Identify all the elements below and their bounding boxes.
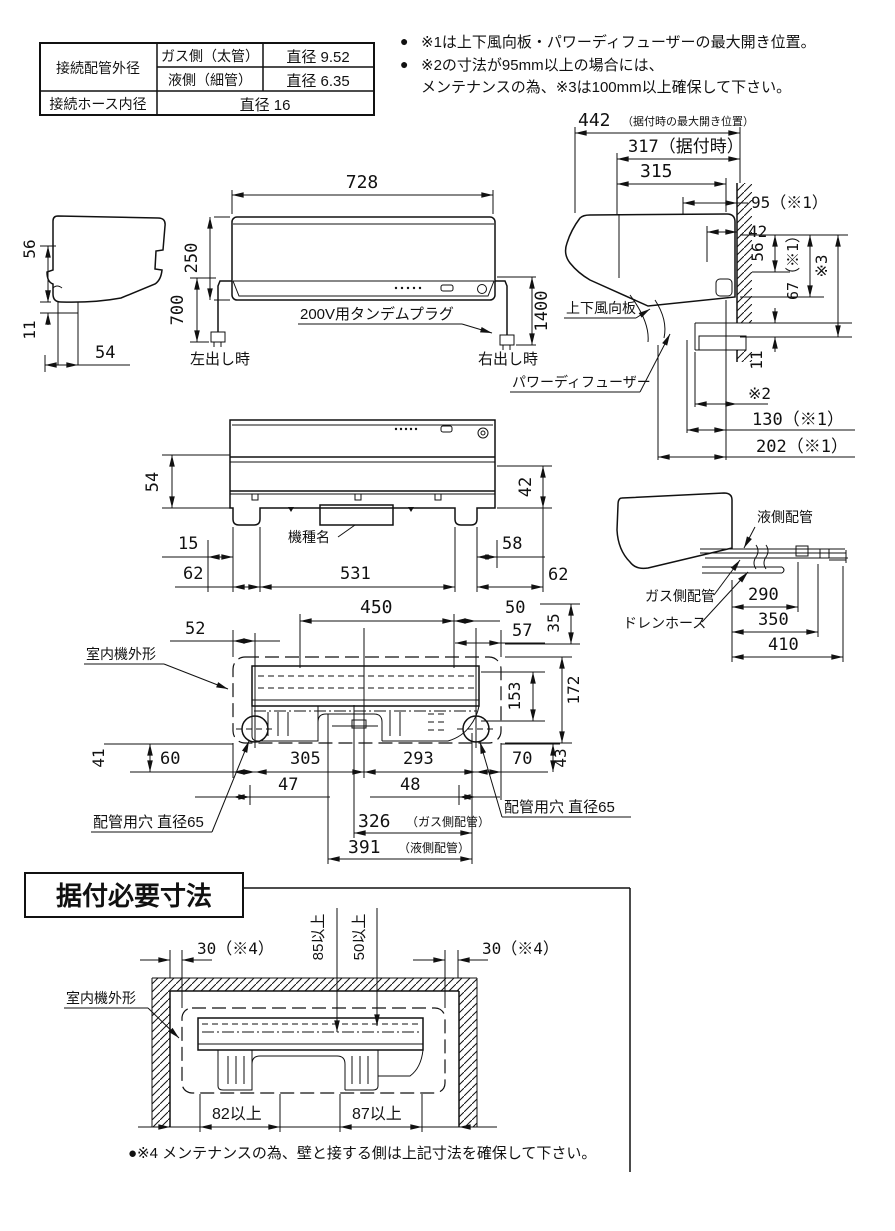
piping-side-view: 液側配管 ガス側配管 ドレンホース 290 350 410 bbox=[616, 492, 848, 662]
bottom-view: 機種名 54 42 15 58 62 531 62 bbox=[143, 419, 568, 592]
dim-391-note: （液側配管） bbox=[398, 840, 470, 855]
front-view: 728 250 700 左出し時 1400 右出し時 200V用タンデムプラグ bbox=[168, 172, 552, 368]
note2-text-line1: ※2の寸法が95mm以上の場合には、 bbox=[421, 57, 664, 74]
dim-410: 410 bbox=[768, 635, 799, 655]
note1-bullet: ● bbox=[400, 33, 408, 49]
diffuser-label: パワーディフューザー bbox=[512, 374, 651, 390]
dim-42: 42 bbox=[748, 222, 767, 241]
dim-star2: ※2 bbox=[748, 384, 771, 403]
dim-57: 57 bbox=[512, 621, 532, 641]
dim-130: 130（※1） bbox=[752, 410, 844, 430]
dim-47: 47 bbox=[278, 775, 298, 795]
dim-30-left: 30（※4） bbox=[197, 939, 274, 958]
dim-728: 728 bbox=[346, 172, 379, 193]
backplate-view: 室内機外形 450 50 52 57 35 153 172 bbox=[84, 597, 631, 864]
display-dots bbox=[394, 286, 422, 290]
table-liquid-label: 液側（細管） bbox=[168, 72, 252, 88]
table-gas-value: 直径 9.52 bbox=[286, 49, 349, 66]
dim-202: 202（※1） bbox=[756, 437, 848, 457]
dim-11-wall: 11 bbox=[747, 350, 766, 369]
notes-block: ● ※1は上下風向板・パワーディフューザーの最大開き位置。 ● ※2の寸法が95… bbox=[400, 33, 816, 96]
dim-62-right: 62 bbox=[548, 565, 568, 585]
dim-43: 43 bbox=[551, 748, 570, 767]
liquid-pipe-label: 液側配管 bbox=[757, 509, 813, 525]
dim-305: 305 bbox=[290, 749, 321, 769]
dim-54-bottom: 54 bbox=[143, 472, 163, 492]
drain-hose-label: ドレンホース bbox=[623, 615, 706, 631]
dim-1400: 1400 bbox=[532, 291, 552, 332]
dim-30-right: 30（※4） bbox=[482, 939, 559, 958]
dim-50: 50 bbox=[505, 598, 525, 618]
table-gas-label: ガス側（太管） bbox=[161, 48, 259, 64]
flap-label: 上下風向板 bbox=[566, 300, 636, 316]
dim-56-wall: 56 bbox=[748, 242, 767, 261]
dim-350: 350 bbox=[758, 610, 789, 630]
dim-41: 41 bbox=[89, 748, 108, 767]
dim-70: 70 bbox=[512, 749, 532, 769]
section-title: 据付必要寸法 bbox=[56, 881, 212, 911]
hole-right-label: 配管用穴 直径65 bbox=[504, 799, 615, 816]
outline-label: 室内機外形 bbox=[86, 646, 156, 662]
dim-48: 48 bbox=[400, 775, 420, 795]
dim-442: 442 bbox=[578, 110, 611, 131]
dim-450: 450 bbox=[360, 597, 393, 618]
display-dots-bottom bbox=[394, 427, 418, 431]
table-hose-label: 接続ホース内径 bbox=[49, 96, 146, 112]
dim-62-left: 62 bbox=[183, 564, 203, 584]
gas-pipe-label: ガス側配管 bbox=[645, 588, 715, 604]
install-note: ●※4 メンテナンスの為、壁と接する側は上記寸法を確保して下さい。 bbox=[128, 1145, 596, 1162]
model-name-box bbox=[319, 504, 394, 526]
dim-67: 67（※1） bbox=[784, 228, 802, 300]
table-liquid-value: 直径 6.35 bbox=[286, 73, 349, 90]
dim-50-min: 50以上 bbox=[351, 914, 368, 961]
dim-42-bottom: 42 bbox=[516, 477, 536, 497]
plug-label: 200V用タンデムプラグ bbox=[300, 305, 454, 323]
dim-95: 95（※1） bbox=[751, 193, 828, 212]
left-out-label: 左出し時 bbox=[190, 351, 250, 368]
note2-bullet: ● bbox=[400, 56, 408, 72]
dim-15: 15 bbox=[178, 534, 198, 554]
install-clearance-section: 据付必要寸法 室内機外形 30（※4） 30（※4） 85以上 50以上 82以… bbox=[24, 872, 631, 1172]
dim-531: 531 bbox=[340, 564, 371, 584]
left-side-view: 56 11 54 bbox=[20, 215, 166, 372]
dim-58: 58 bbox=[502, 534, 522, 554]
dim-315: 315 bbox=[640, 161, 673, 182]
dim-153: 153 bbox=[505, 682, 524, 711]
wall-side-view: 442 （据付時の最大開き位置） 317（据付時） 315 95（※1） 42 … bbox=[510, 110, 855, 460]
right-out-label: 右出し時 bbox=[478, 351, 538, 368]
dim-172: 172 bbox=[564, 676, 583, 705]
outline-label-install: 室内機外形 bbox=[66, 990, 136, 1006]
dim-293: 293 bbox=[403, 749, 434, 769]
dim-35: 35 bbox=[544, 613, 563, 632]
table-outer-dia-label: 接続配管外径 bbox=[56, 60, 140, 76]
note2-text-line2: メンテナンスの為、※3は100mm以上確保して下さい。 bbox=[421, 79, 791, 96]
dim-87-min: 87以上 bbox=[352, 1105, 402, 1123]
dim-442-note: （据付時の最大開き位置） bbox=[622, 114, 754, 128]
pipe-spec-table: 接続配管外径 ガス側（太管） 直径 9.52 液側（細管） 直径 6.35 接続… bbox=[39, 42, 375, 116]
hole-left-label: 配管用穴 直径65 bbox=[93, 814, 204, 831]
dim-60: 60 bbox=[160, 749, 180, 769]
dim-82-min: 82以上 bbox=[212, 1105, 262, 1123]
dim-56: 56 bbox=[20, 239, 39, 258]
dim-52: 52 bbox=[185, 619, 205, 639]
table-hose-value: 直径 16 bbox=[240, 97, 291, 114]
dim-11: 11 bbox=[20, 320, 39, 339]
dim-326-note: （ガス側配管） bbox=[406, 814, 490, 829]
note1-text: ※1は上下風向板・パワーディフューザーの最大開き位置。 bbox=[421, 33, 816, 51]
dim-290: 290 bbox=[748, 585, 779, 605]
dim-391: 391 bbox=[348, 837, 381, 858]
dim-326: 326 bbox=[358, 811, 391, 832]
dim-700: 700 bbox=[168, 295, 188, 326]
dim-250: 250 bbox=[182, 243, 202, 274]
model-name-label: 機種名 bbox=[288, 529, 330, 545]
dim-317: 317（据付時） bbox=[628, 137, 744, 157]
dim-star3: ※3 bbox=[812, 254, 831, 277]
dim-54: 54 bbox=[95, 343, 115, 363]
dim-85-min: 85以上 bbox=[310, 914, 327, 961]
